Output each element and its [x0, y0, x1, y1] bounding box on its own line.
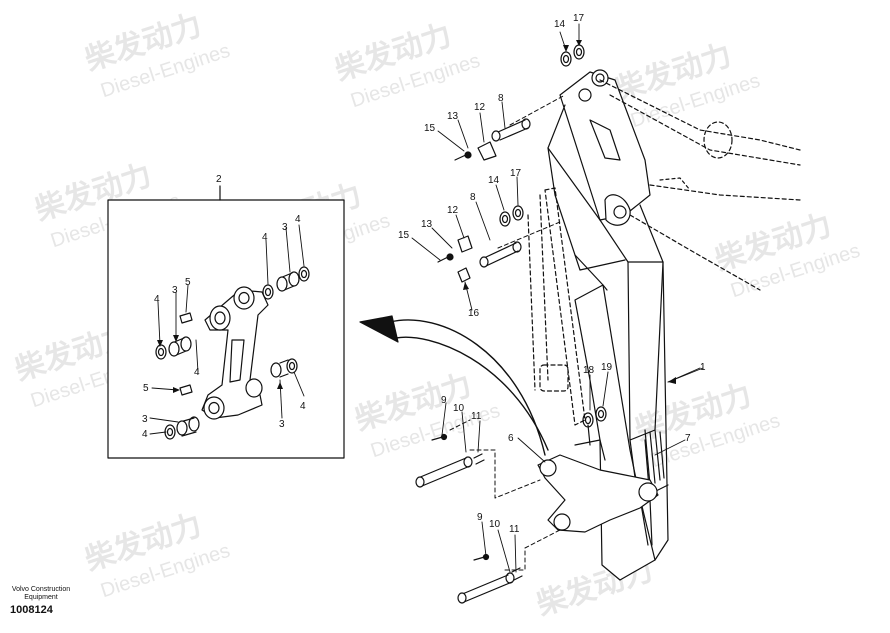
callout-19: 19 — [601, 362, 613, 373]
brand-line-1: Volvo Construction — [11, 586, 71, 593]
callout-9: 9 — [477, 512, 483, 523]
callout-3: 3 — [172, 285, 178, 296]
callout-arrowheads — [157, 40, 676, 393]
callout-17: 17 — [573, 13, 585, 24]
callout-11: 11 — [509, 524, 520, 535]
footer: Volvo Construction Equipment 1008124 — [10, 586, 72, 616]
callout-11: 11 — [471, 411, 482, 422]
callout-10: 10 — [453, 403, 465, 414]
callout-16: 16 — [468, 308, 480, 319]
assembly-guide-lines — [449, 94, 566, 571]
callout-3: 3 — [279, 419, 285, 430]
callout-4: 4 — [142, 429, 148, 440]
callout-14: 14 — [488, 175, 500, 186]
callout-8: 8 — [498, 93, 504, 104]
callout-4: 4 — [262, 232, 268, 243]
callout-7: 7 — [685, 433, 691, 444]
callout-2: 2 — [216, 174, 222, 185]
callout-4: 4 — [154, 294, 160, 305]
callout-3: 3 — [282, 222, 288, 233]
hardware-bottom — [415, 406, 607, 604]
callout-17: 17 — [510, 168, 522, 179]
callout-15: 15 — [398, 230, 410, 241]
callout-18: 18 — [583, 365, 595, 376]
brand-line-2: Equipment — [24, 594, 58, 601]
callout-9: 9 — [441, 395, 447, 406]
callout-4: 4 — [194, 367, 200, 378]
callout-8: 8 — [470, 192, 476, 203]
direction-arrow — [359, 315, 549, 456]
callout-5: 5 — [185, 277, 191, 288]
cylinder-assembly — [527, 79, 801, 426]
callout-14: 14 — [554, 19, 566, 30]
callout-13: 13 — [447, 111, 459, 122]
detail-box — [107, 185, 345, 459]
link-assembly — [537, 424, 659, 533]
callout-10: 10 — [489, 519, 501, 530]
hardware-top — [437, 44, 585, 283]
callout-4: 4 — [295, 214, 301, 225]
callout-15: 15 — [424, 123, 436, 134]
callout-leaders — [149, 23, 704, 573]
document-number: 1008124 — [10, 604, 53, 616]
callout-1: 1 — [700, 362, 706, 373]
callout-5: 5 — [143, 383, 149, 394]
callout-6: 6 — [508, 433, 514, 444]
callout-3: 3 — [142, 414, 148, 425]
callout-4: 4 — [300, 401, 306, 412]
callout-13: 13 — [421, 219, 433, 230]
callout-12: 12 — [447, 205, 459, 216]
callout-labels: 14 17 13 12 8 15 14 17 13 12 8 15 16 1 7… — [142, 13, 706, 535]
callout-12: 12 — [474, 102, 486, 113]
